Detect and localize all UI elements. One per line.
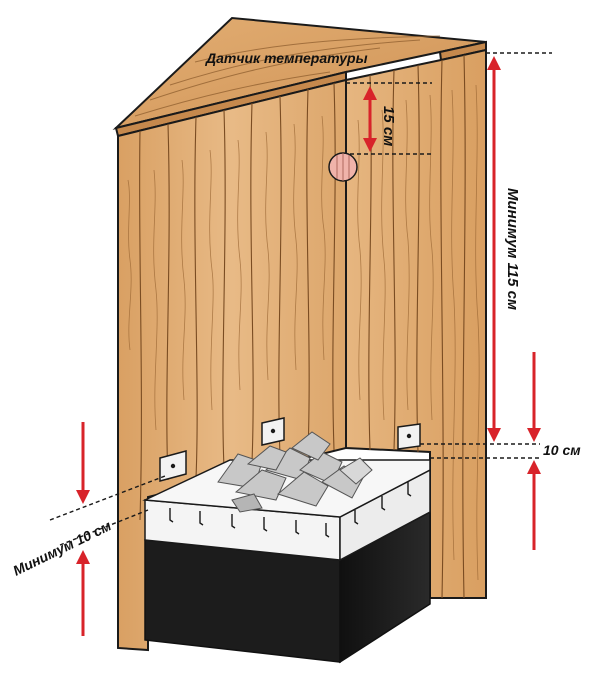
dimension-10cm-right (430, 352, 541, 550)
left-wall-planks (139, 82, 336, 521)
label-min-115cm: Минимум 115 см (504, 188, 521, 310)
right-wall-grain (357, 84, 480, 581)
label-min-10cm-left: Минимум 10 см (10, 517, 114, 579)
heater-grille-slots (169, 482, 412, 538)
label-temperature-sensor: Датчик температуры (205, 50, 368, 66)
dimension-min-10cm-left (49, 422, 166, 636)
right-wall (345, 48, 487, 599)
wall-bracket-left (159, 450, 187, 482)
heater-front-black (144, 539, 341, 663)
sensor-bulb-ribs (336, 153, 350, 181)
label-10cm-right: 10 см (543, 442, 581, 458)
ceiling-grain (134, 35, 441, 117)
dimension-15cm (346, 82, 432, 155)
wall-bracket-center (261, 417, 285, 446)
dimension-min-115cm (420, 52, 552, 445)
left-wall-grain (127, 115, 326, 431)
label-15cm: 15 см (380, 106, 397, 146)
wall-bracket-right (397, 423, 421, 450)
heater-stones (217, 431, 373, 513)
